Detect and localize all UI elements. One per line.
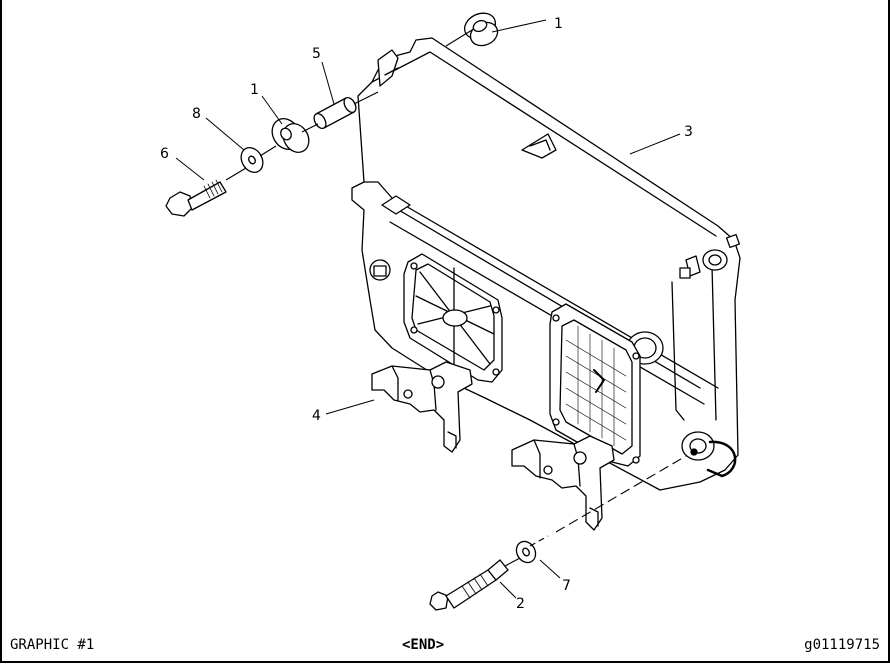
assembly-lines [225,29,687,567]
right-mount-rod [679,233,741,478]
ecm-mounting-diagram: 1 5 1 8 6 3 4 7 2 [160,12,741,612]
callout-1-left: 1 [250,82,259,98]
callout-6: 6 [160,146,169,162]
grommet-top [463,12,499,47]
callout-labels: 1 5 1 8 6 3 4 7 2 [160,16,693,612]
graphic-number-label: GRAPHIC #1 [10,637,95,653]
callout-4: 4 [312,408,321,424]
ecm-connector-left [403,253,503,383]
callout-7: 7 [562,578,571,594]
washer-bottom [515,540,537,564]
mounting-bracket-left [371,361,473,453]
callout-2: 2 [516,596,525,612]
callout-1-top: 1 [554,16,563,32]
ecm-connector-right [549,303,641,467]
graphic-id-label: g01119715 [804,637,880,653]
stud-bottom [429,559,509,611]
callout-3: 3 [684,124,693,140]
end-marker: <END> [402,637,445,653]
callout-5: 5 [312,46,321,62]
mounting-bracket-right [511,435,615,531]
spacer-sleeve [313,96,357,130]
leader-lines [175,19,681,599]
grommet-left [271,118,310,153]
callout-8: 8 [192,106,201,122]
bolt-left [165,179,227,217]
